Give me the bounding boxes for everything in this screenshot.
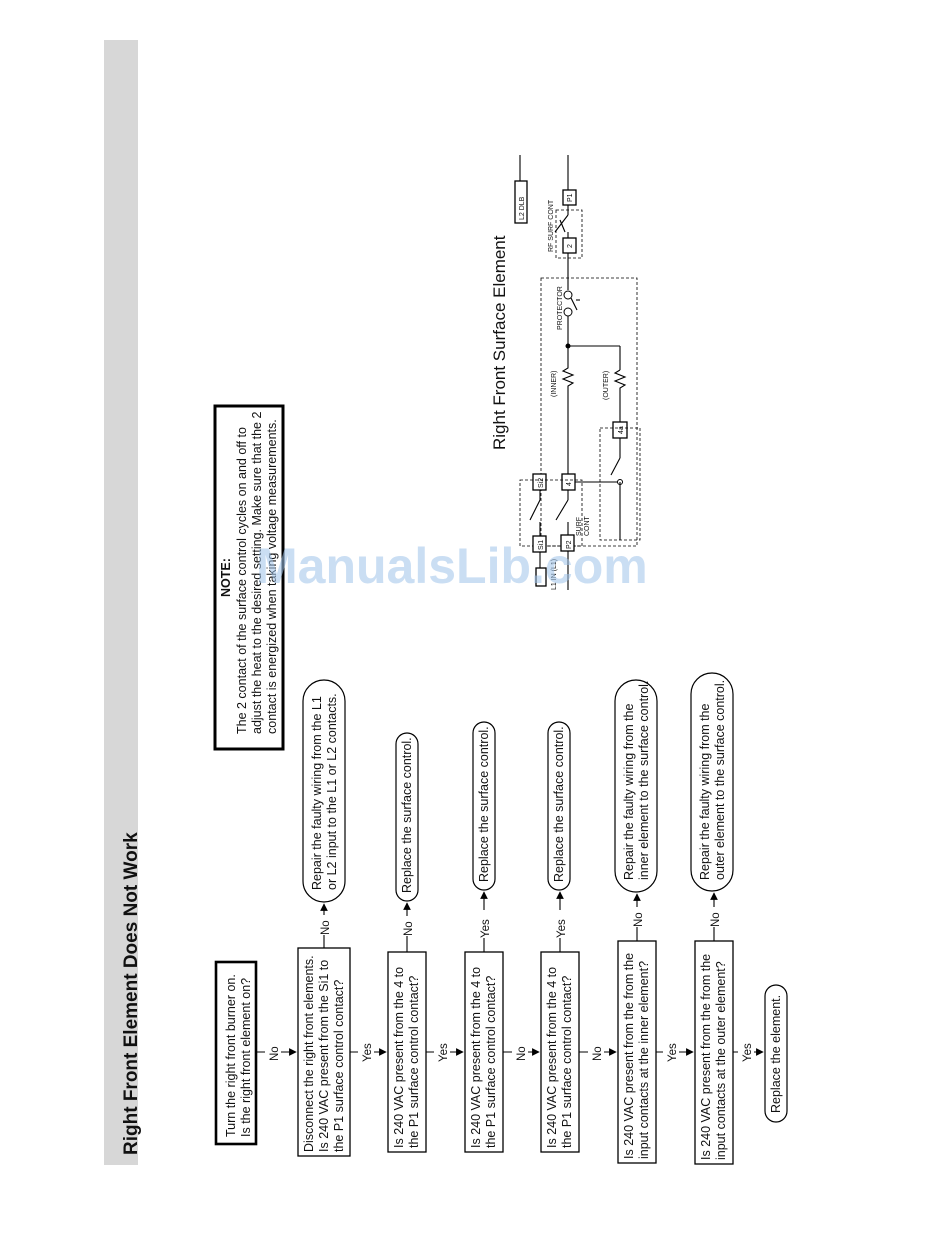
step5-line2: input contacts at the inner element?: [637, 961, 651, 1159]
step3-line1: Is 240 VAC present from the 4 to: [469, 967, 483, 1148]
step2-line2: the P1 surface control contact?: [407, 976, 421, 1148]
terminal-4-label: 4: [566, 482, 573, 486]
wiring-diagram: Right Front Surface Element L2 DLB P1 2 …: [490, 155, 641, 590]
label-yes-1: Yes: [362, 1043, 374, 1062]
label-no-4: No: [592, 1046, 604, 1061]
terminal-4a-label: 4a: [618, 426, 625, 434]
l1-in-label: L1 IN (L1): [551, 559, 558, 590]
label-no-start: No: [269, 1046, 281, 1061]
wiring-title: Right Front Surface Element: [490, 235, 509, 450]
step4-line1: Is 240 VAC present from the 4 to: [545, 967, 559, 1148]
label-no-r6: No: [710, 912, 722, 927]
section-sidebar: [104, 40, 138, 1165]
final-text: Replace the element.: [769, 995, 783, 1113]
result5-line2: inner element to the surface control.: [637, 681, 651, 880]
result1-oval: [302, 679, 346, 903]
step6-line2: input contacts at the outer element?: [714, 961, 728, 1160]
si1-label: Si1: [538, 540, 545, 550]
step4-line2: the P1 surface control contact?: [560, 976, 574, 1148]
result6-oval: [690, 672, 734, 892]
si2-label: Si2: [538, 478, 545, 488]
p1-terminal: [562, 189, 577, 206]
step4-box: [540, 951, 580, 1153]
result4-oval: [547, 721, 571, 891]
start-line1: Turn the right front burner on.: [224, 974, 238, 1137]
protector-label: PROTECTOR: [557, 286, 564, 330]
step5-line1: Is 240 VAC present from the from the: [622, 953, 636, 1159]
flow-labels: No Yes Yes No No Yes Yes No No Yes Yes N…: [265, 907, 754, 1064]
note-line2: adjust the heat to the desired setting. …: [250, 412, 264, 734]
result2-text: Replace the surface control.: [400, 737, 414, 893]
result5-line1: Repair the faulty wiring from the: [622, 703, 636, 880]
label-yes-2: Yes: [438, 1043, 450, 1062]
l2-dlb-label: L2 DLB: [519, 196, 526, 220]
step5-box: [617, 940, 657, 1164]
result3-oval: [472, 721, 496, 891]
cont-label: CONT: [584, 515, 591, 536]
result3-text: Replace the surface control.: [477, 726, 491, 882]
outer-label: (OUTER): [603, 371, 610, 400]
label-no-3: No: [516, 1046, 528, 1061]
label-no-r5: No: [633, 912, 645, 927]
watermark: ManualsLib.com: [256, 538, 648, 594]
final-oval: [764, 984, 788, 1123]
label-yes-r3: Yes: [480, 919, 492, 938]
step1-line1: Disconnect the right front elements.: [302, 955, 316, 1152]
label-yes-r4: Yes: [556, 919, 568, 938]
element-dashed-box: [540, 277, 638, 547]
step2-line1: Is 240 VAC present from the 4 to: [392, 967, 406, 1148]
surf-label: SURF: [576, 517, 583, 536]
l1-in-connector: [535, 567, 547, 587]
label-no-r2: No: [403, 921, 415, 936]
result4-text: Replace the surface control.: [552, 726, 566, 882]
rf-surf-cont-label: RF SURF CONT: [548, 199, 555, 252]
step1-line2: Is 240 VAC present from the Si1 to: [317, 960, 331, 1152]
terminal-2: [562, 237, 577, 254]
terminal-2-label: 2: [567, 244, 574, 248]
result5-oval: [614, 679, 658, 893]
step2-box: [387, 951, 427, 1153]
step3-box: [464, 951, 504, 1153]
step3-line2: the P1 surface control contact?: [484, 976, 498, 1148]
label-no-r1: No: [320, 920, 332, 935]
note-line3: contact is energized when taking voltage…: [265, 419, 279, 734]
result1-line1: Repair the faulty wiring from the L1: [310, 696, 324, 890]
start-box: [214, 960, 258, 1146]
step1-line3: the P1 surface control contact?: [332, 980, 346, 1152]
result6-line2: outer element to the surface control.: [713, 680, 727, 880]
label-yes-6: Yes: [742, 1043, 754, 1062]
inner-label: (INNER): [551, 371, 558, 397]
note-title: NOTE:: [219, 558, 233, 597]
step6-line1: Is 240 VAC present from the from the: [699, 954, 713, 1160]
start-line2: Is the right front element on?: [239, 978, 253, 1137]
result2-oval: [395, 732, 419, 902]
note-line1: The 2 contact of the surface control cyc…: [235, 427, 249, 734]
p2-label: P2: [566, 540, 573, 549]
p1-label: P1: [567, 193, 574, 202]
label-yes-5: Yes: [667, 1043, 679, 1062]
result1-line2: or L2 input to the L1 or L2 contacts.: [325, 693, 339, 890]
l2-dlb-connector: [514, 180, 528, 224]
terminal-4: [561, 473, 576, 491]
note-box: [213, 404, 285, 751]
result6-line1: Repair the faulty wiring from the: [698, 703, 712, 880]
